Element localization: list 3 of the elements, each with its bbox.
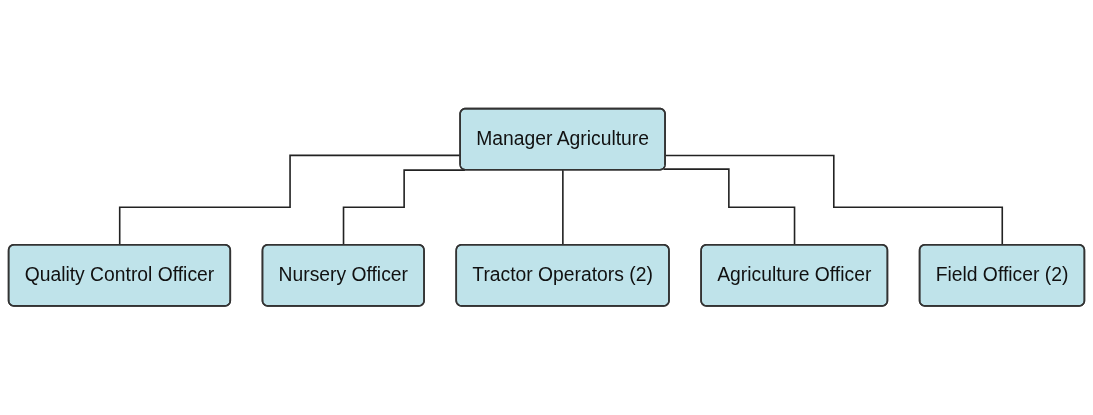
connector: [342, 169, 466, 247]
connector: [562, 169, 564, 247]
connector: [664, 155, 1004, 247]
